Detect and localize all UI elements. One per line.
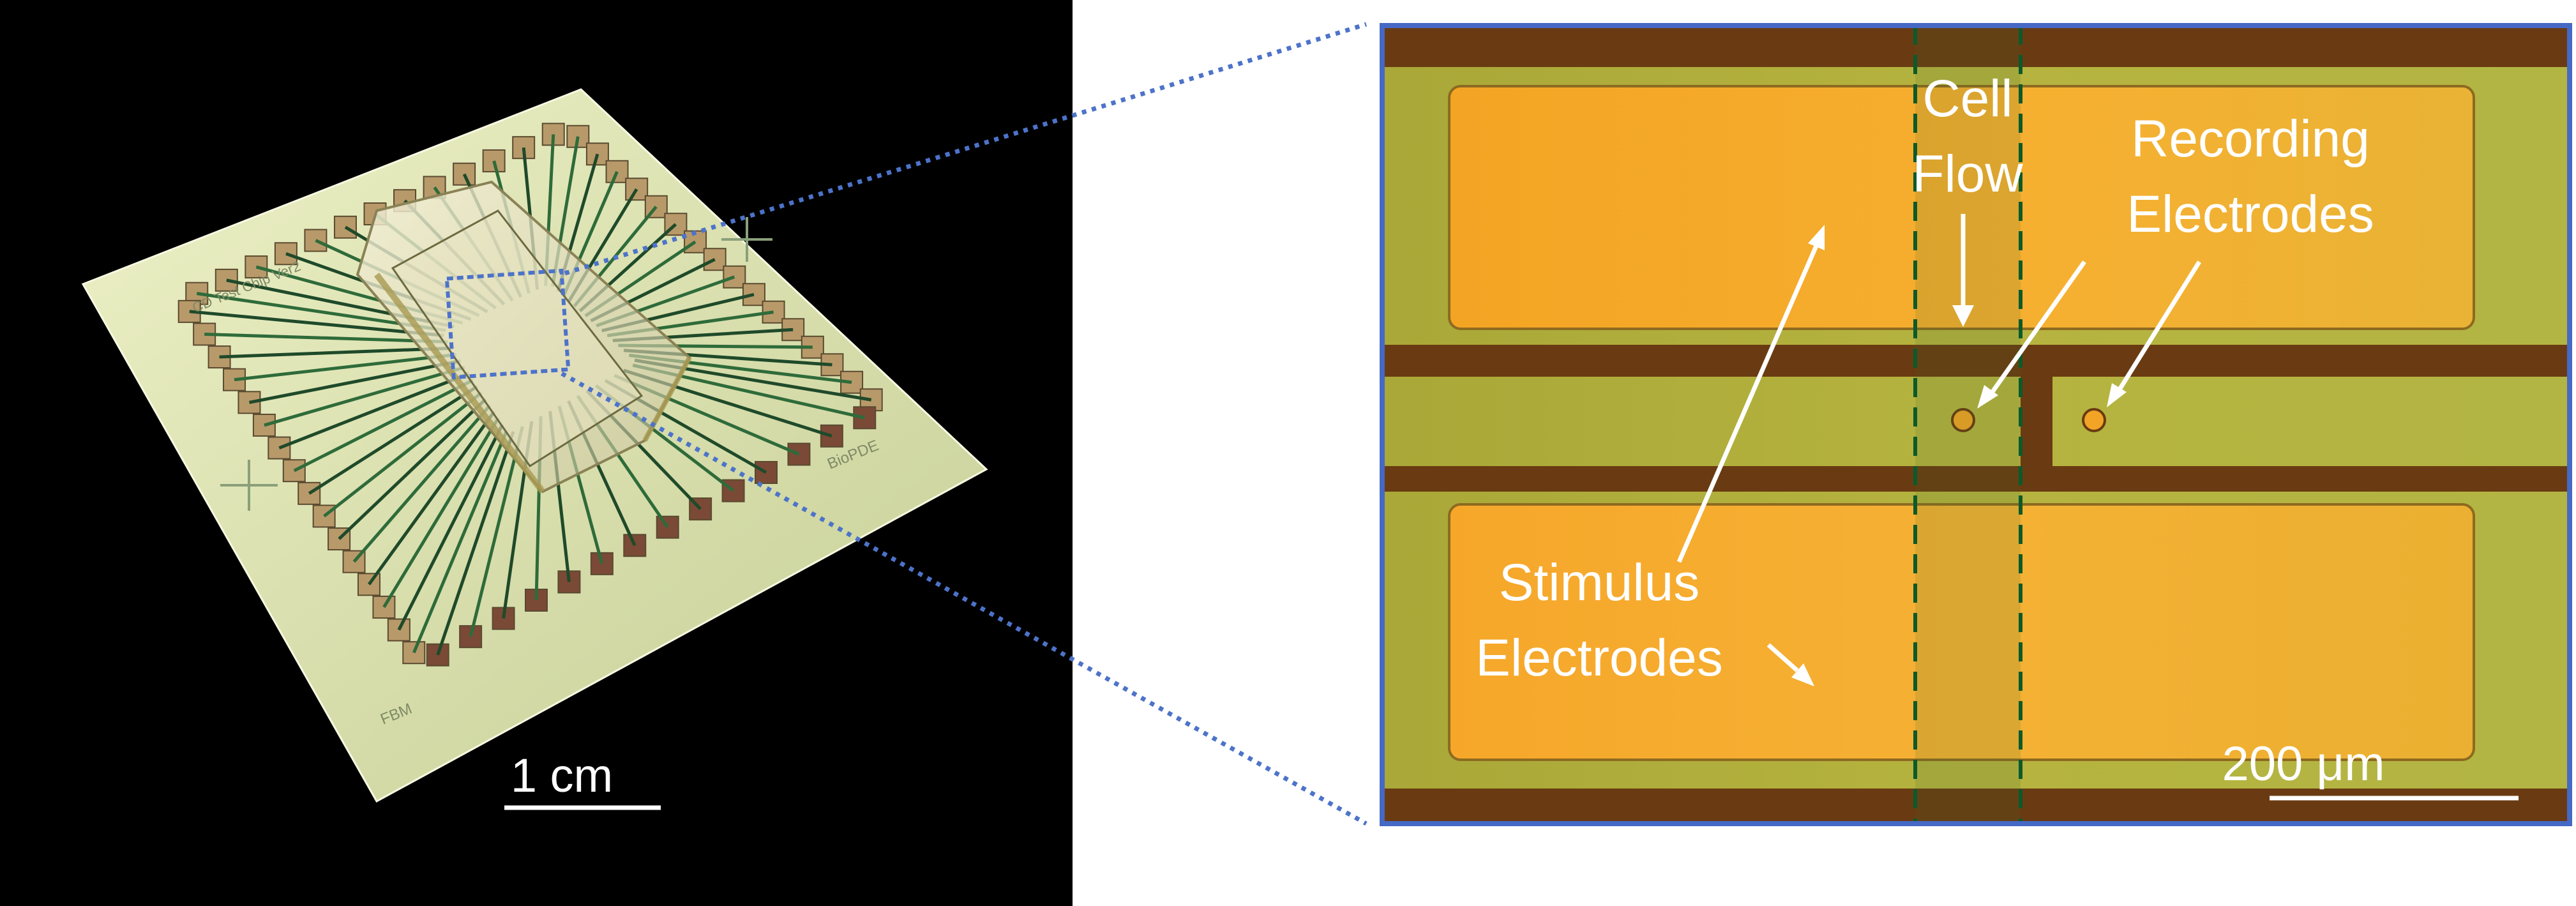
left-panel: CD Test Chip Ver2 BioPDE FBM 1 cm: [0, 0, 1073, 906]
flow-channel: [1915, 26, 2021, 824]
recording-arrowhead-1: [1977, 385, 1998, 409]
wire-trace: [219, 346, 453, 359]
electrode-gap-lower: [2040, 466, 2075, 492]
wire-trace: [412, 430, 508, 654]
recording-label-line1: Recording: [2131, 110, 2370, 168]
wire-trace: [264, 365, 465, 427]
wire-trace: [308, 385, 478, 495]
left-scale-label: 1 cm: [511, 749, 613, 802]
substrate-middle: [1382, 377, 2570, 466]
wire-trace: [234, 352, 457, 382]
recording-label-line2: Electrodes: [2127, 185, 2374, 243]
zoom-box: [444, 268, 571, 380]
stimulus-label-line1: Stimulus: [1499, 554, 1699, 612]
wire-trace: [248, 359, 461, 404]
contact-pad: [755, 461, 778, 484]
image-frame: [1380, 23, 2572, 826]
wire-trace: [469, 426, 524, 637]
pdms-edge: [374, 272, 545, 494]
contact-pad: [585, 142, 609, 166]
contact-pad: [482, 149, 506, 172]
stimulus-label-line2: Electrodes: [1475, 629, 1722, 687]
recording-electrode-2: [2082, 408, 2106, 432]
recording-arrowhead-2: [2107, 383, 2127, 407]
wire-trace: [189, 310, 444, 337]
recording-arrow-2: [2118, 260, 2201, 391]
contact-pad: [426, 643, 449, 667]
wire-trace: [293, 378, 474, 472]
electrode-gap: [2021, 377, 2053, 466]
stimulus-arrowhead-up: [1808, 225, 1825, 250]
contact-pad: [267, 436, 291, 460]
stimulus-electrode-top: [1448, 85, 2475, 330]
wire-trace: [367, 411, 495, 585]
annotation-arrows: [1676, 214, 2201, 686]
stimulus-electrode-bottom: [1448, 503, 2475, 761]
pdms-edge: [642, 356, 692, 442]
wire-trace: [382, 417, 500, 608]
wire-trace: [436, 431, 515, 656]
fiducial-cross: [220, 460, 278, 511]
pdms-channel: [391, 209, 644, 468]
contact-pad: [402, 641, 426, 665]
cell-flow-arrowhead: [1952, 305, 1974, 327]
stimulus-arrow-up: [1676, 245, 1819, 563]
stimulus-arrow-down: [1766, 643, 1799, 672]
right-panel: Cell Flow Recording Electrodes Stimulus …: [1380, 23, 2572, 826]
zoom-connector-top: [564, 22, 1367, 276]
wire-trace: [338, 398, 487, 540]
wire-trace: [204, 332, 448, 344]
cell-flow-label-line1: Cell: [1922, 70, 2012, 128]
wire-trace: [397, 423, 504, 631]
wire-trace: [352, 404, 492, 563]
recording-arrow-1: [1990, 260, 2086, 395]
stimulus-arrowhead-down: [1791, 663, 1814, 686]
fiducial-cross: [721, 217, 772, 262]
cell-flow-label-line2: Flow: [1912, 145, 2023, 203]
zoom-connector-bottom: [561, 371, 1367, 826]
right-scale-label: 200 μm: [2222, 737, 2384, 791]
wire-trace: [278, 372, 470, 449]
wire-trace: [323, 391, 483, 518]
recording-electrode-1: [1951, 408, 1975, 432]
